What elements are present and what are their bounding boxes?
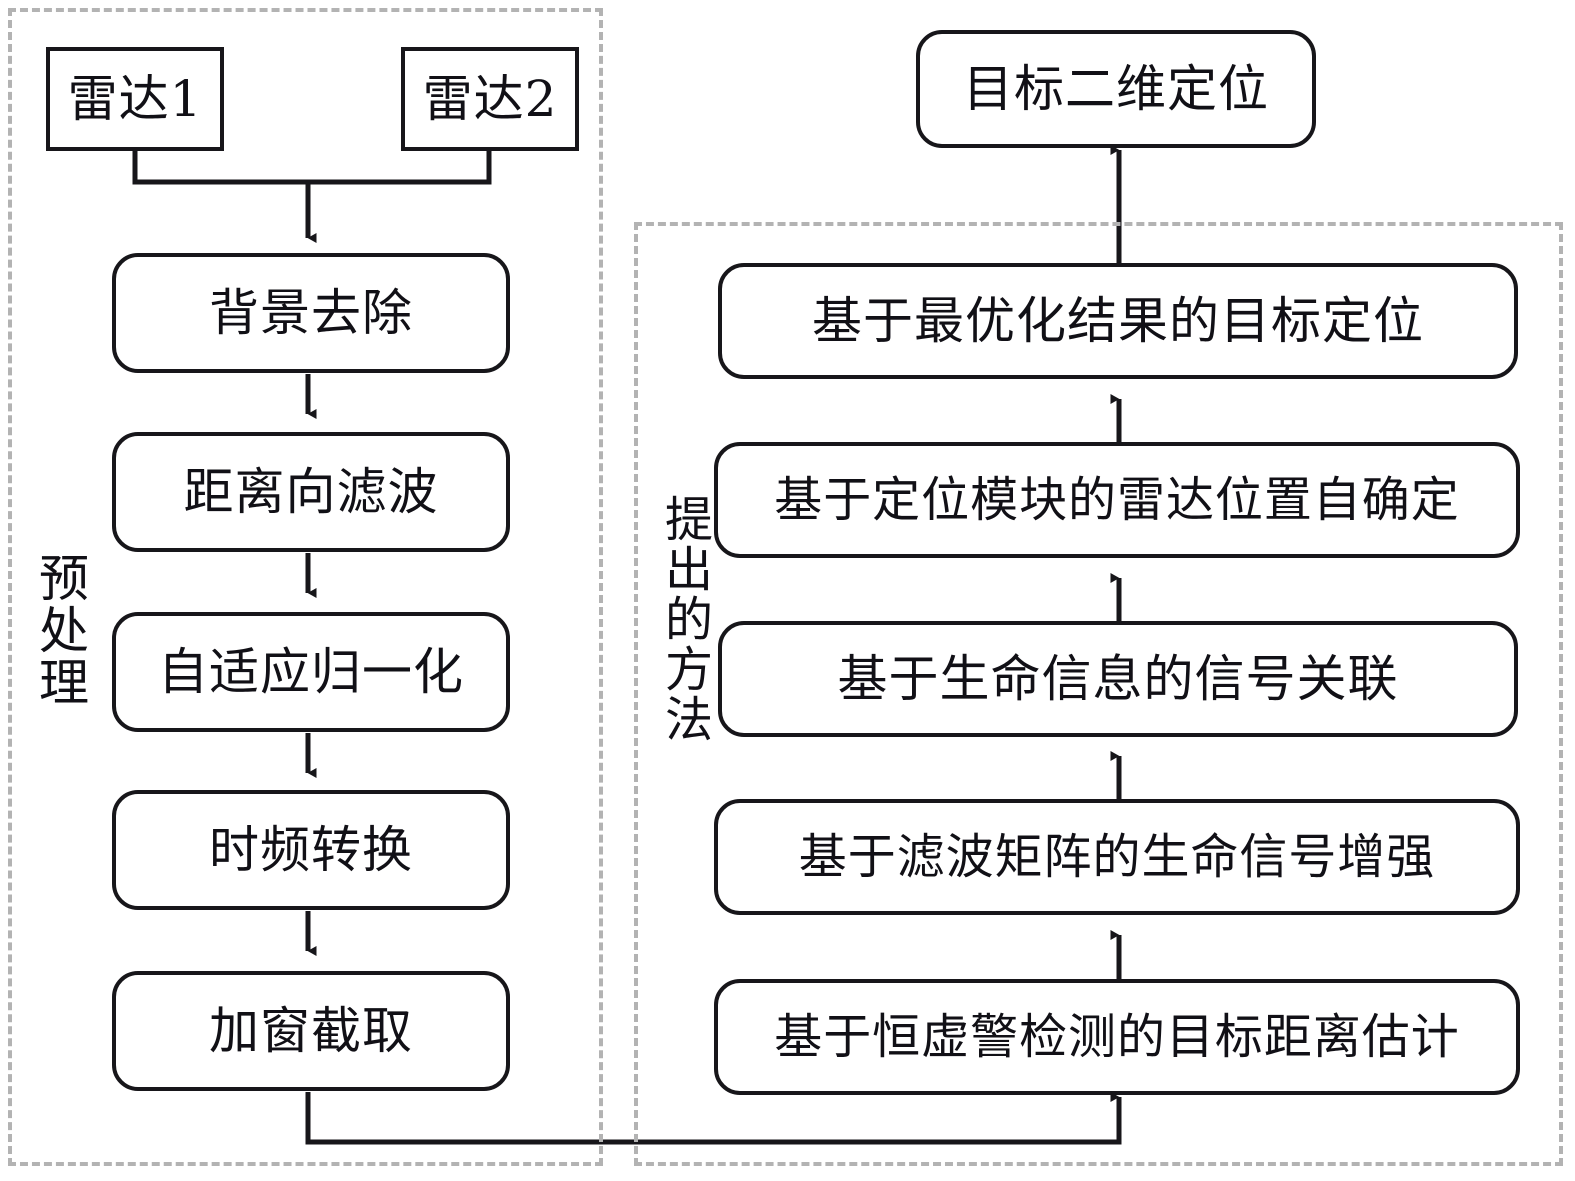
node-radar-position-self-determination-label: 基于定位模块的雷达位置自确定 <box>774 472 1460 528</box>
node-radar2-label: 雷达2 <box>422 70 558 128</box>
node-range-filtering[interactable]: 距离向滤波 <box>112 432 510 552</box>
node-adaptive-normalization-label: 自适应归一化 <box>158 643 464 701</box>
node-filter-matrix-enhancement[interactable]: 基于滤波矩阵的生命信号增强 <box>714 799 1520 915</box>
node-time-frequency-transform-label: 时频转换 <box>209 821 413 879</box>
edge-windowing-to-cfar <box>305 1092 1122 1145</box>
node-vital-signal-association[interactable]: 基于生命信息的信号关联 <box>718 621 1518 737</box>
node-range-filtering-label: 距离向滤波 <box>183 463 439 521</box>
node-radar1[interactable]: 雷达1 <box>46 47 224 151</box>
node-cfar-range-estimation[interactable]: 基于恒虚警检测的目标距离估计 <box>714 979 1520 1095</box>
group-label-proposed-method: 提出的方法 <box>656 494 712 744</box>
node-target-2d-localization-label: 目标二维定位 <box>963 60 1269 118</box>
node-radar2[interactable]: 雷达2 <box>401 47 579 151</box>
node-filter-matrix-enhancement-label: 基于滤波矩阵的生命信号增强 <box>798 829 1436 885</box>
group-label-preprocessing: 预处理 <box>31 552 89 708</box>
node-background-removal-label: 背景去除 <box>209 284 413 342</box>
node-target-2d-localization[interactable]: 目标二维定位 <box>916 30 1316 148</box>
edge-radars-merge <box>132 151 492 185</box>
node-background-removal[interactable]: 背景去除 <box>112 253 510 373</box>
node-adaptive-normalization[interactable]: 自适应归一化 <box>112 612 510 732</box>
node-time-frequency-transform[interactable]: 时频转换 <box>112 790 510 910</box>
node-windowing-extraction-label: 加窗截取 <box>209 1002 413 1060</box>
node-optimization-based-localization-label: 基于最优化结果的目标定位 <box>812 292 1424 350</box>
node-cfar-range-estimation-label: 基于恒虚警检测的目标距离估计 <box>774 1009 1460 1065</box>
node-radar1-label: 雷达1 <box>67 70 203 128</box>
node-vital-signal-association-label: 基于生命信息的信号关联 <box>837 650 1399 708</box>
node-radar-position-self-determination[interactable]: 基于定位模块的雷达位置自确定 <box>714 442 1520 558</box>
node-windowing-extraction[interactable]: 加窗截取 <box>112 971 510 1091</box>
node-optimization-based-localization[interactable]: 基于最优化结果的目标定位 <box>718 263 1518 379</box>
